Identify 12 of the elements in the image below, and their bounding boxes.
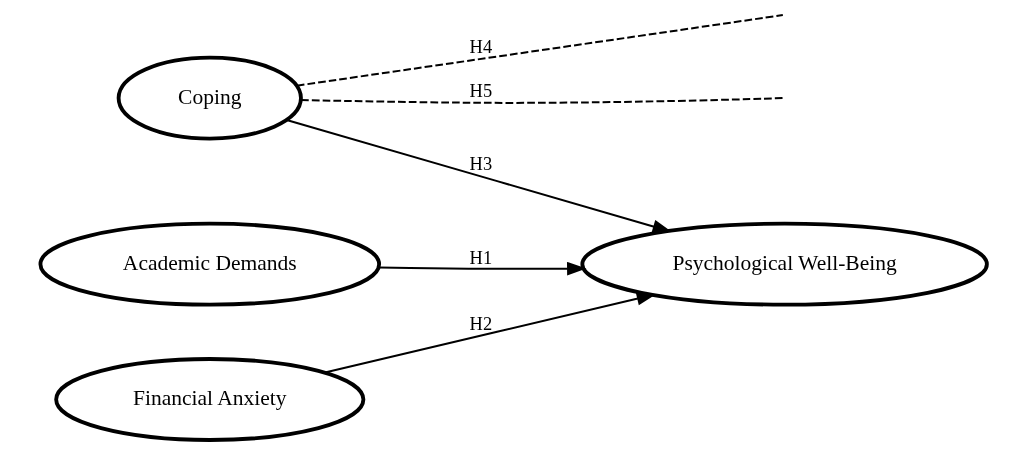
node-ellipse: Coping	[116, 55, 303, 141]
edge-label: H4	[469, 36, 493, 57]
connector	[295, 14, 784, 87]
node-ellipse: Financial Anxiety	[54, 357, 366, 442]
node-ellipse: Academic Demands	[38, 221, 382, 307]
connector	[300, 97, 784, 104]
edge-label: H1	[469, 247, 493, 268]
edge-label: H5	[469, 81, 493, 102]
edge-label: H3	[469, 153, 493, 174]
edge-label: H2	[469, 313, 493, 334]
arrow	[285, 119, 672, 233]
arrow	[378, 261, 587, 276]
